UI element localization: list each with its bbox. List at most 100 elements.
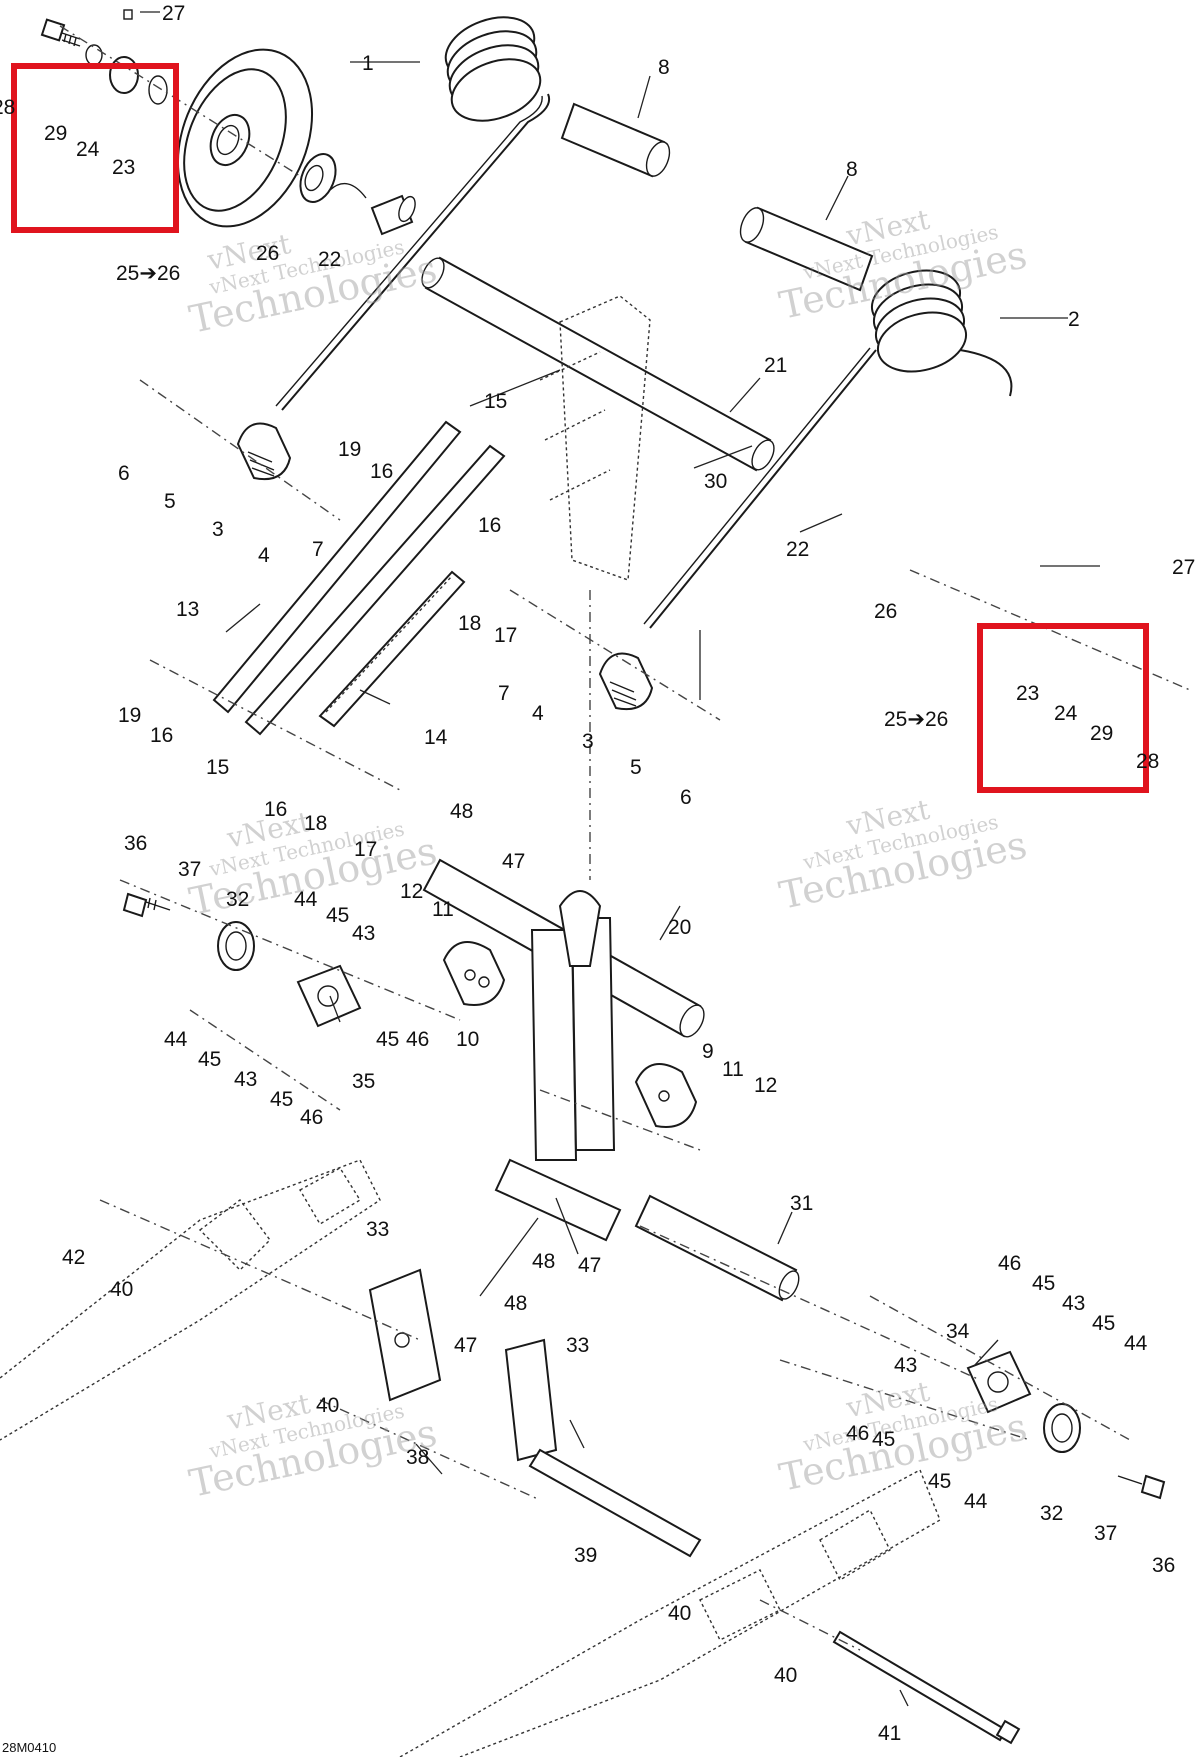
front-arm-dotted: [539, 295, 651, 581]
callout: 36: [1152, 1554, 1175, 1577]
callout: 18: [458, 612, 481, 635]
callout: 43: [352, 922, 375, 945]
arm-13: [212, 420, 506, 736]
callout: 13: [176, 598, 199, 621]
callout: 45: [928, 1470, 951, 1493]
callout: 37: [1094, 1522, 1117, 1545]
callout: 7: [312, 538, 324, 561]
bracket-3-right: [598, 652, 654, 710]
callout: 17: [354, 838, 377, 861]
callout: 47: [454, 1334, 477, 1357]
callout: 46: [846, 1422, 869, 1445]
callout: 19: [118, 704, 141, 727]
callout: 15: [484, 390, 507, 413]
callout: 35: [352, 1070, 375, 1093]
highlight-box-left: [11, 63, 179, 233]
axis-lines: [59, 25, 1191, 1651]
callout: 30: [704, 470, 727, 493]
leader-lines: [140, 11, 1100, 1707]
callout: 16: [264, 798, 287, 821]
callout: 43: [234, 1068, 257, 1091]
bushing-32-left: [217, 921, 255, 971]
callout: 16: [150, 724, 173, 747]
spacer-sleeve-left: [370, 194, 416, 236]
callout: 10: [456, 1028, 479, 1051]
callout: 33: [366, 1218, 389, 1241]
callout: 3: [582, 730, 594, 753]
callout: 27: [1172, 556, 1195, 579]
callout: 28: [1136, 750, 1159, 773]
callout: 40: [668, 1602, 691, 1625]
callout: 31: [790, 1192, 813, 1215]
callout: 2: [1068, 308, 1080, 331]
callout: 36: [124, 832, 147, 855]
cross-shaft: [421, 256, 775, 472]
bolt-left-top: [40, 9, 168, 105]
callout: 32: [1040, 1502, 1063, 1525]
idler-wheel-left: [176, 48, 314, 228]
reference-code: 28M0410: [2, 1740, 56, 1755]
callout: 40: [110, 1278, 133, 1301]
callout: 9: [702, 1040, 714, 1063]
callout: 28: [0, 96, 15, 119]
bearing-left: [299, 153, 367, 203]
callout: 25➔26: [116, 262, 180, 285]
callout: 34: [946, 1320, 970, 1343]
hub-9: [634, 1063, 698, 1128]
callout: 45: [1092, 1312, 1115, 1335]
shaft-31: [494, 1158, 800, 1302]
callout: 16: [370, 460, 393, 483]
callout: 29: [44, 122, 67, 145]
callout: 16: [478, 514, 501, 537]
bushing-32-right: [1043, 1403, 1081, 1453]
callout: 22: [786, 538, 809, 561]
callout: 11: [432, 898, 454, 921]
callout: 48: [450, 800, 473, 823]
callout: 33: [566, 1334, 589, 1357]
callout: 26: [874, 600, 897, 623]
callout: 7: [498, 682, 510, 705]
bolt-36-right: [1117, 1474, 1166, 1500]
callout: 37: [178, 858, 201, 881]
callout: 44: [294, 888, 318, 911]
arm-14: [318, 570, 466, 728]
callout: 24: [76, 138, 100, 161]
callout: 19: [338, 438, 361, 461]
callout: 45: [872, 1428, 895, 1451]
callout: 3: [212, 518, 224, 541]
hub-10: [442, 941, 506, 1006]
sleeve-8-right: [739, 206, 874, 292]
bracket-3-left: [236, 422, 292, 480]
torsion-spring-right: [643, 269, 1013, 629]
torsion-spring-left: [275, 16, 550, 411]
callout: 1: [362, 52, 374, 75]
callout: 45: [270, 1088, 293, 1111]
callout: 17: [494, 624, 517, 647]
callout: 47: [578, 1254, 601, 1277]
callout: 43: [894, 1354, 917, 1377]
callout: 48: [532, 1250, 555, 1273]
callout: 8: [846, 158, 858, 181]
rear-arm-20: [530, 890, 616, 1161]
callout: 40: [774, 1664, 797, 1687]
callout: 46: [406, 1028, 429, 1051]
callout: 4: [258, 544, 270, 567]
callout: 12: [400, 880, 423, 903]
callout: 5: [630, 756, 642, 779]
bolt-36-left: [122, 892, 171, 918]
callout: 44: [1124, 1332, 1148, 1355]
callout: 38: [406, 1446, 429, 1469]
sleeve-8-top: [560, 102, 671, 178]
callout: 26: [256, 242, 279, 265]
callout: 40: [316, 1394, 339, 1417]
callout: 27: [162, 2, 185, 25]
block-34: [966, 1350, 1032, 1414]
callout: 45: [1032, 1272, 1055, 1295]
callout: 4: [532, 702, 544, 725]
callout: 22: [318, 248, 341, 271]
highlight-box-right: [977, 623, 1149, 793]
callout: 48: [504, 1292, 527, 1315]
callout: 45: [198, 1048, 221, 1071]
rail-left: [0, 1159, 381, 1441]
